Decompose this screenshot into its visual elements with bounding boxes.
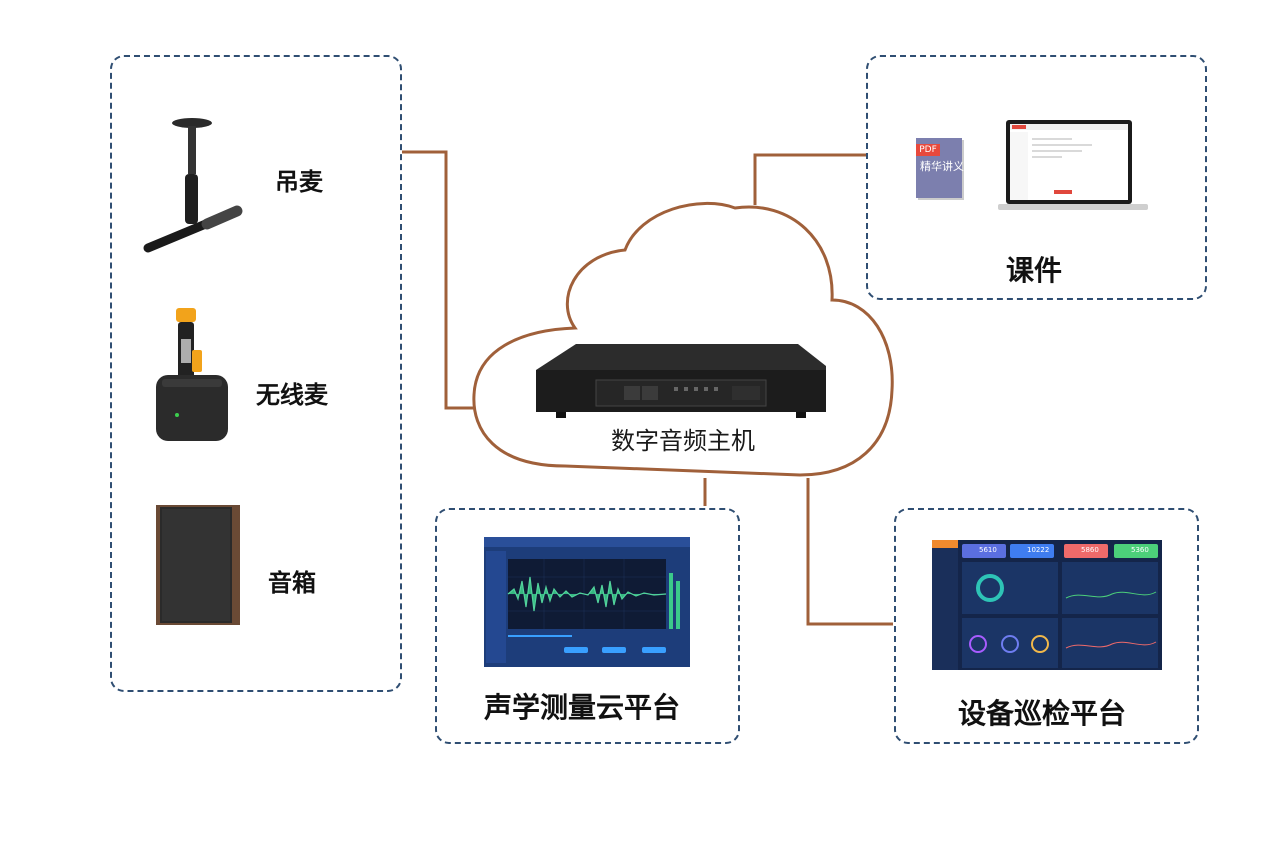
courseware-panel [866, 55, 1207, 300]
connector-left-to-cloud [402, 150, 474, 410]
acoustic-platform-screenshot [484, 537, 690, 667]
audio-host-icon [536, 344, 826, 418]
pdf-document-icon: PDF 精华讲义 [916, 138, 964, 198]
speaker-icon [156, 505, 240, 625]
wireless-mic-icon [156, 308, 228, 441]
acoustic-platform-label: 声学测量云平台 [484, 691, 681, 724]
devices-panel [110, 55, 402, 692]
audio-host-label: 数字音频主机 [611, 427, 755, 455]
inspection-platform-label: 设备巡检平台 [958, 697, 1127, 730]
ceiling-mic-label: 吊麦 [275, 168, 323, 196]
connector-cloud-to-courseware [753, 153, 866, 205]
courseware-label: 课件 [1006, 254, 1063, 287]
ceiling-mic-icon [143, 118, 243, 253]
pdf-badge: PDF [916, 144, 940, 156]
inspection-stat-1: 5610 [979, 546, 997, 554]
inspection-stat-4: 5360 [1131, 546, 1149, 554]
inspection-stat-3: 5860 [1081, 546, 1099, 554]
pdf-title: 精华讲义 [920, 160, 964, 173]
inspection-platform-panel [894, 508, 1199, 744]
inspection-platform-screenshot: 5610 10222 5860 5360 [932, 540, 1162, 670]
acoustic-platform-panel [435, 508, 740, 744]
laptop-icon [998, 120, 1148, 210]
speaker-label: 音箱 [268, 569, 316, 597]
wireless-mic-label: 无线麦 [256, 381, 328, 409]
connector-cloud-to-inspection [806, 478, 893, 626]
inspection-stat-2: 10222 [1027, 546, 1050, 554]
